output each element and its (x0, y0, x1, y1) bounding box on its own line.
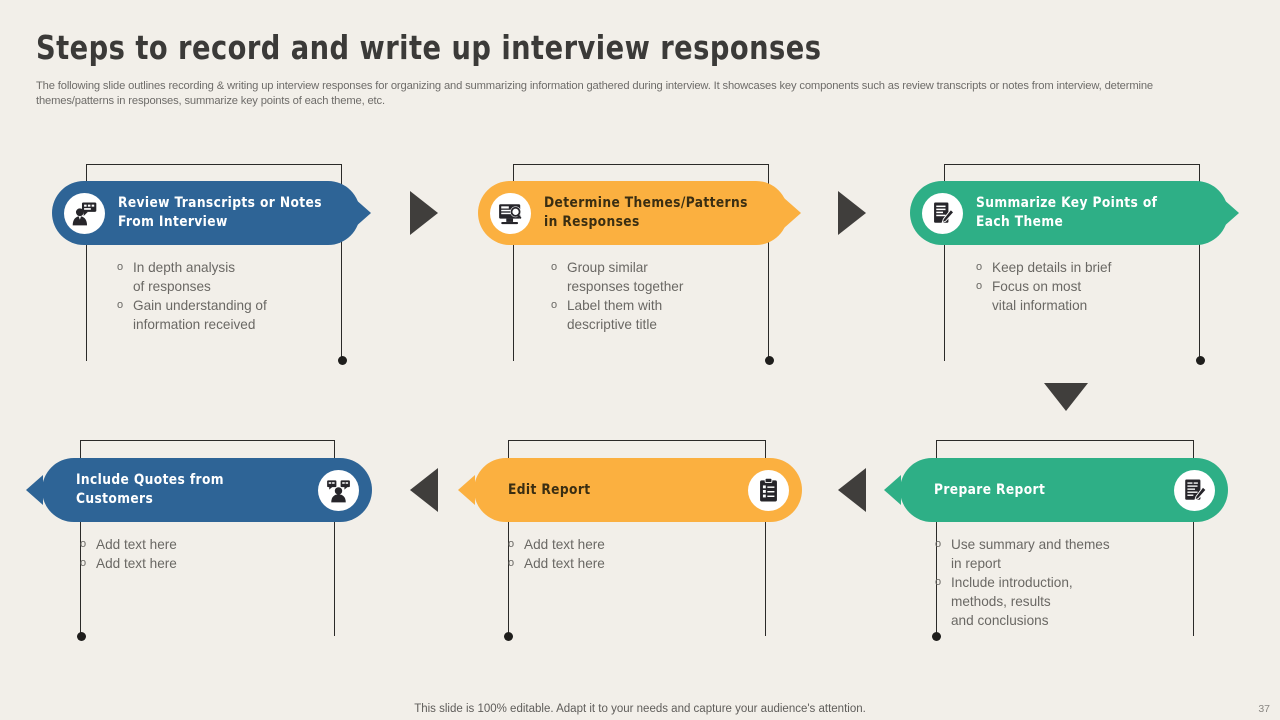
step-end-dot-4 (932, 632, 941, 641)
step-frame-1 (86, 164, 342, 361)
report-pen-icon (1174, 469, 1215, 511)
step-pill-4[interactable]: Prepare Report (900, 458, 1228, 522)
bullet-item: o Group similar responses together (551, 258, 786, 296)
connector-3-to-4 (1044, 383, 1088, 411)
pill-arrow-nub-4 (884, 475, 901, 505)
document-pen-icon (922, 192, 963, 234)
bullet-item: o Add text here (508, 535, 733, 554)
bullet-item: o Add text here (80, 554, 305, 573)
footer-note: This slide is 100% editable. Adapt it to… (414, 703, 866, 715)
step-end-dot-3 (1196, 356, 1205, 365)
step-title-4: Prepare Report (934, 481, 1046, 498)
step-end-dot-1 (338, 356, 347, 365)
bullet-text: Focus on most vital information (992, 279, 1088, 313)
page-subtitle: The following slide outlines recording &… (36, 80, 1153, 107)
bullet-text: Add text here (96, 556, 177, 571)
bullet-item: o Add text here (508, 554, 733, 573)
clipboard-checklist-icon (748, 469, 789, 511)
step-frame-2 (513, 164, 769, 361)
bullet-item: o Gain understanding of information recei… (117, 296, 352, 334)
bullet-marker: o (551, 299, 558, 311)
bullet-text: Keep details in brief (992, 260, 1112, 275)
step-title-3: Summarize Key Points of Each Theme (976, 195, 1158, 230)
step-end-dot-6 (77, 632, 86, 641)
page-number: 37 (1258, 703, 1270, 715)
pill-arrow-nub-5 (458, 475, 475, 505)
step-end-dot-2 (765, 356, 774, 365)
bullet-marker: o (80, 538, 87, 550)
step-frame-4 (936, 440, 1194, 636)
bullet-text: Include introduction, methods, results a… (951, 575, 1073, 628)
bullet-item: o Focus on most vital information (976, 277, 1211, 315)
bullet-item: o Add text here (80, 535, 305, 554)
bullet-item: o Use summary and themes in report (935, 535, 1160, 573)
pill-arrow-nub-6 (26, 475, 43, 505)
bullet-text: Label them with descriptive title (567, 298, 663, 332)
monitor-search-icon (490, 192, 531, 234)
bullet-text: Use summary and themes in report (951, 537, 1110, 571)
bullet-item: o Include introduction, methods, results … (935, 573, 1160, 630)
bullet-marker: o (976, 261, 983, 273)
bullet-marker: o (935, 576, 942, 588)
bullet-item: o In depth analysis of responses (117, 258, 352, 296)
step-pill-2[interactable]: Determine Themes/Patterns in Responses (478, 181, 788, 245)
step-title-2: Determine Themes/Patterns in Responses (544, 195, 748, 230)
bullet-marker: o (117, 261, 124, 273)
bullet-marker: o (508, 538, 515, 550)
bullet-text: Add text here (96, 537, 177, 552)
step-title-1: Review Transcripts or Notes From Intervi… (118, 195, 322, 230)
bullet-text: Add text here (524, 556, 605, 571)
bullet-marker: o (976, 280, 983, 292)
connector-2-to-3 (838, 191, 866, 235)
connector-4-to-5 (838, 468, 866, 512)
step-title-6: Include Quotes from Customers (76, 472, 224, 507)
step-end-dot-5 (504, 632, 513, 641)
bullet-text: Gain understanding of information receiv… (133, 298, 267, 332)
step-frame-3 (944, 164, 1200, 361)
bullet-marker: o (935, 538, 942, 550)
step-pill-1[interactable]: Review Transcripts or Notes From Intervi… (52, 181, 360, 245)
bullet-text: Add text here (524, 537, 605, 552)
pill-arrow-nub-2 (784, 198, 801, 228)
two-people-quotes-icon (318, 469, 359, 511)
bullet-item: o Keep details in brief (976, 258, 1211, 277)
step-title-5: Edit Report (508, 481, 591, 498)
bullet-marker: o (551, 261, 558, 273)
step-frame-6 (80, 440, 335, 636)
connector-1-to-2 (410, 191, 438, 235)
bullet-text: In depth analysis of responses (133, 260, 236, 294)
step-pill-3[interactable]: Summarize Key Points of Each Theme (910, 181, 1228, 245)
bullet-marker: o (508, 557, 515, 569)
step-pill-5[interactable]: Edit Report (474, 458, 802, 522)
connector-5-to-6 (410, 468, 438, 512)
page-title: Steps to record and write up interview r… (36, 28, 822, 67)
bullet-text: Group similar responses together (567, 260, 684, 294)
bullet-marker: o (117, 299, 124, 311)
step-frame-5 (508, 440, 766, 636)
step-pill-6[interactable]: Include Quotes from Customers (42, 458, 372, 522)
person-speech-bubble-icon (64, 192, 105, 234)
bullet-marker: o (80, 557, 87, 569)
bullet-item: o Label them with descriptive title (551, 296, 786, 334)
